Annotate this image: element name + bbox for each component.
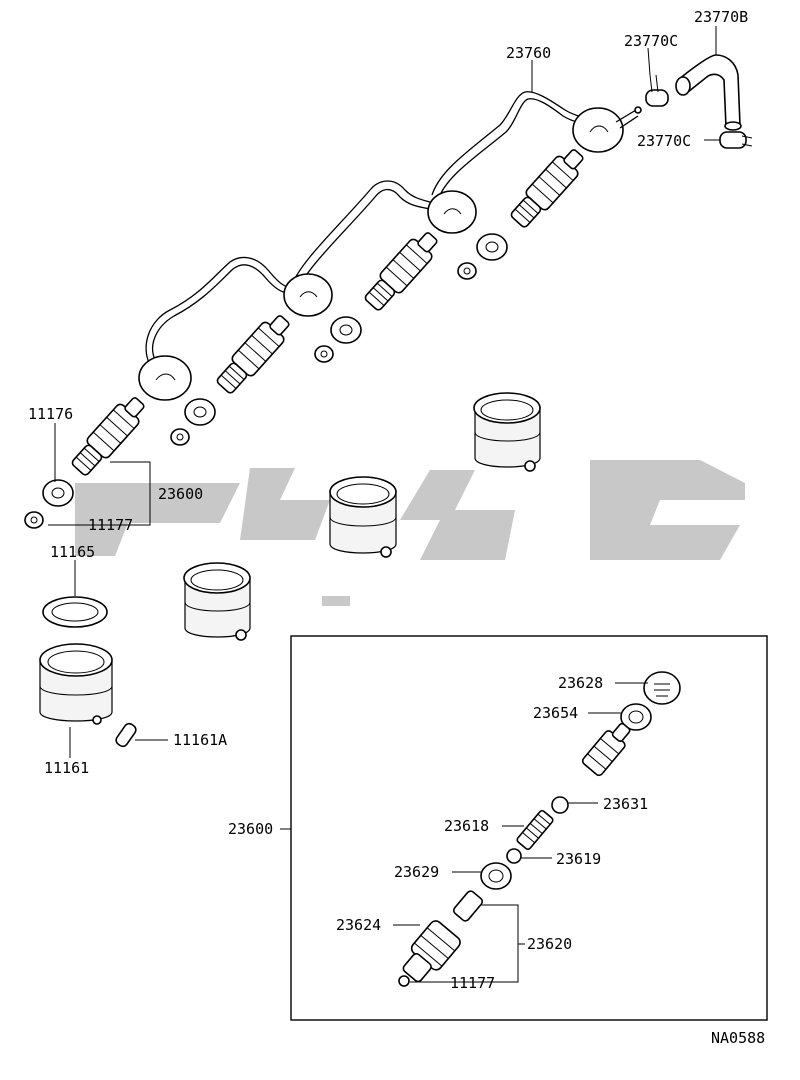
pin-11161a (115, 722, 137, 748)
injector-nozzle-1 (71, 397, 145, 476)
label-11161a: 11161A (173, 731, 227, 749)
label-23770c-top: 23770C (624, 32, 678, 50)
label-23620: 23620 (527, 935, 572, 953)
label-23624: 23624 (336, 916, 381, 934)
injector-nozzle-2 (216, 315, 290, 394)
diagram-code: NA0588 (711, 1029, 765, 1047)
label-11165: 11165 (50, 543, 95, 561)
label-11176: 11176 (28, 405, 73, 423)
injector-nozzle-4 (510, 149, 584, 228)
label-11161: 11161 (44, 759, 89, 777)
injector-exploded-view-box (290, 635, 768, 1021)
label-11177-lower: 11177 (450, 974, 495, 992)
injection-pipe-23760 (138, 60, 642, 401)
combustion-sleeve-3 (183, 562, 251, 641)
label-23654: 23654 (533, 704, 578, 722)
watermark-logo (75, 460, 745, 606)
exploded-injector-parts (398, 671, 681, 987)
label-23619: 23619 (556, 850, 601, 868)
leakoff-hose-assembly (645, 26, 753, 149)
injector-nozzle-3 (364, 232, 438, 311)
sleeve-gasket-11165 (42, 596, 108, 628)
combustion-sleeve-1 (473, 392, 541, 472)
label-23628: 23628 (558, 674, 603, 692)
label-23770b: 23770B (694, 8, 748, 26)
label-23618: 23618 (444, 817, 489, 835)
part-labels: 23770B 23770C 23760 23770C 11176 23600 1… (28, 8, 765, 1047)
label-23770c-bottom: 23770C (637, 132, 691, 150)
label-23631: 23631 (603, 795, 648, 813)
combustion-sleeve-2 (329, 476, 397, 558)
label-23600-upper: 23600 (158, 485, 203, 503)
combustion-sleeve-4 (39, 643, 113, 725)
label-23760: 23760 (506, 44, 551, 62)
label-23600-box: 23600 (228, 820, 273, 838)
label-11177-upper: 11177 (88, 516, 133, 534)
label-23629: 23629 (394, 863, 439, 881)
leader-lines (48, 423, 648, 983)
nozzle-washers (24, 233, 508, 529)
